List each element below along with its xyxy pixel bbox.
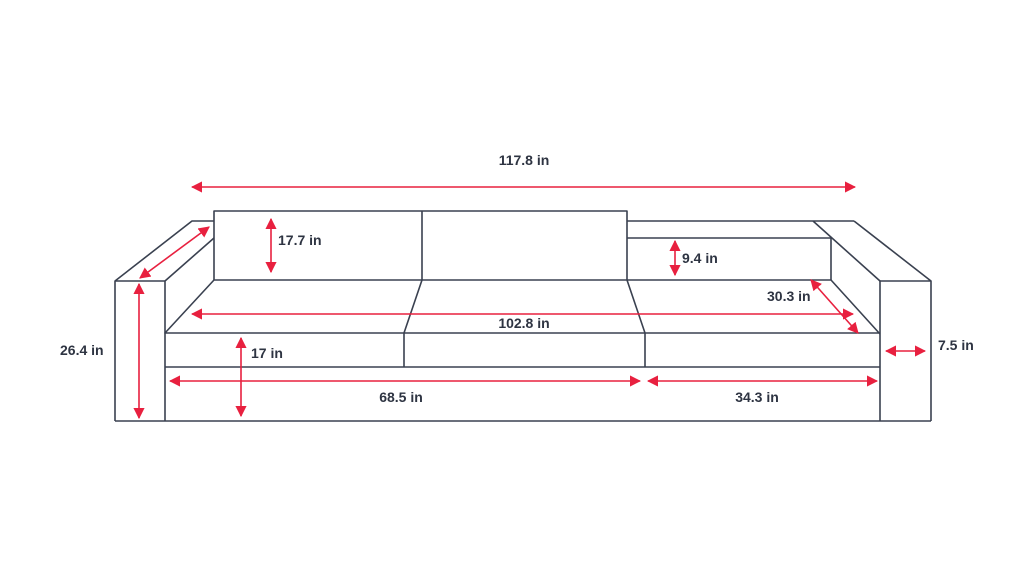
arm-depth-arrow xyxy=(139,226,210,279)
left-section-width-label: 68.5 in xyxy=(379,389,423,405)
left-arm xyxy=(114,220,215,421)
seat-depth-label: 30.3 in xyxy=(767,288,811,304)
arm-width-label: 7.5 in xyxy=(938,337,974,353)
overall-height-label: 26.4 in xyxy=(60,342,104,358)
dimension-labels: 117.8 in 17.7 in 9.4 in 30.3 in 102.8 in… xyxy=(60,152,974,405)
seat-width-label: 102.8 in xyxy=(498,315,549,331)
seat-height-label: 17 in xyxy=(251,345,283,361)
back-cushion-height-label: 17.7 in xyxy=(278,232,322,248)
back-height-right-label: 9.4 in xyxy=(682,250,718,266)
dimension-arrows xyxy=(133,181,927,420)
back-cushions xyxy=(213,210,628,280)
seat-depth-arrow xyxy=(810,279,859,334)
right-section-width-label: 34.3 in xyxy=(735,389,779,405)
overall-width-label: 117.8 in xyxy=(499,152,550,168)
right-back xyxy=(627,220,881,282)
right-arm xyxy=(853,220,932,421)
